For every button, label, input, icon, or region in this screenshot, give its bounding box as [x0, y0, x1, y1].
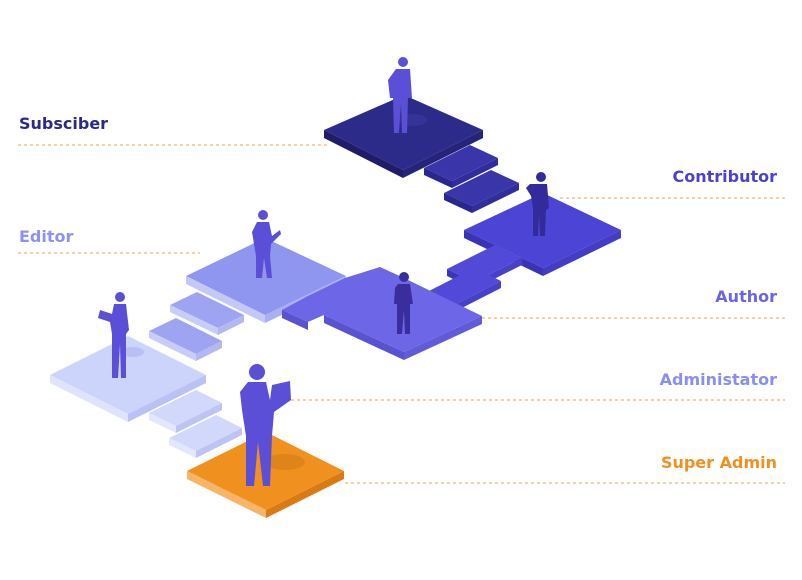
label-administrator: Administator	[659, 370, 777, 389]
label-editor: Editor	[19, 227, 74, 246]
guide-lines	[18, 144, 785, 484]
platform-author	[282, 267, 482, 360]
steps-subscriber-contributor	[424, 145, 519, 213]
person-administrator	[98, 292, 144, 378]
steps-administrator-super-admin	[149, 390, 242, 458]
label-subscriber: Subsciber	[19, 114, 109, 133]
label-author: Author	[715, 287, 777, 306]
label-contributor: Contributor	[672, 167, 777, 186]
steps-editor-administrator	[149, 292, 244, 361]
label-super-admin: Super Admin	[660, 453, 777, 472]
platform-administrator	[50, 336, 206, 422]
person-editor	[252, 210, 281, 278]
person-contributor	[526, 172, 549, 236]
person-subscriber	[388, 57, 427, 133]
person-super-admin	[240, 364, 305, 486]
person-author	[394, 272, 413, 334]
